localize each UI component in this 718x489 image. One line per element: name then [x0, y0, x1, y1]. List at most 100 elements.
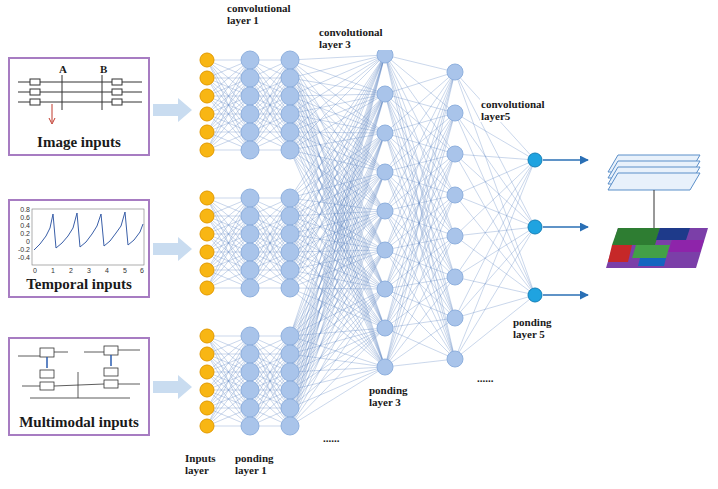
conv-neuron [377, 164, 393, 180]
input-neuron [200, 245, 214, 259]
connection-line [385, 154, 455, 289]
conv-neuron [281, 363, 299, 381]
connection-line [385, 113, 455, 250]
conv-neuron [281, 399, 299, 417]
conv-neuron [281, 69, 299, 87]
connection-line [290, 133, 385, 408]
connection-line [385, 277, 455, 367]
conv-neuron [377, 125, 393, 141]
input-panel: Image inputs [8, 57, 150, 156]
conv-neuron [377, 242, 393, 258]
conv-neuron [281, 123, 299, 141]
waveform-chart [32, 209, 144, 265]
connection-line [207, 198, 250, 252]
connection-line [455, 113, 535, 295]
input-neuron [200, 125, 214, 139]
conv-neuron [281, 327, 299, 345]
connection-line [385, 154, 455, 250]
connection-line [385, 113, 455, 172]
connection-line [250, 60, 290, 114]
connection-line [290, 133, 385, 426]
axis-tick: 0.6 [20, 214, 30, 222]
line-schematic [18, 72, 142, 124]
connection-line [290, 211, 385, 390]
connection-line [290, 94, 385, 216]
axis-tick: 0.2 [20, 230, 30, 238]
connection-line [250, 372, 290, 426]
axis-tick: 0 [26, 238, 30, 246]
conv-neuron [447, 351, 463, 367]
input-neuron [200, 89, 214, 103]
connection-line [385, 195, 455, 367]
connection-line [207, 60, 250, 114]
connection-line [250, 372, 290, 426]
input-neuron [200, 209, 214, 223]
input-neuron [200, 263, 214, 277]
connection-line [290, 328, 385, 390]
input-neuron [200, 365, 214, 379]
conv-neuron [241, 327, 259, 345]
conv-neuron [377, 203, 393, 219]
connection-line [250, 60, 290, 114]
network-layers [200, 47, 588, 435]
layer-label: ...... [322, 432, 341, 444]
layer-label: Inputs layer [184, 452, 228, 476]
conv-neuron [377, 281, 393, 297]
connection-line [207, 372, 250, 426]
conv-neuron [281, 87, 299, 105]
connection-line [250, 234, 290, 288]
connection-line [385, 195, 455, 289]
conv-neuron [241, 225, 259, 243]
connection-line [207, 336, 250, 390]
connection-line [207, 234, 250, 288]
conv-neuron [281, 417, 299, 435]
connection-line [385, 172, 455, 195]
output-arrow [543, 159, 588, 161]
axis-tick: 0.8 [20, 206, 30, 214]
layer-label: convolutional layer5 [480, 98, 554, 122]
input-neuron [200, 383, 214, 397]
connection-line [290, 288, 385, 289]
connection-line [290, 94, 385, 252]
connection-line [290, 133, 385, 198]
connection-line [290, 94, 385, 354]
connection-line [385, 94, 455, 359]
connection-line [455, 195, 535, 227]
input-neuron [200, 191, 214, 205]
conv-neuron [241, 51, 259, 69]
layer-label: convolutional layer 3 [318, 26, 400, 50]
connection-line [455, 160, 535, 236]
connection-line [455, 160, 535, 318]
conv-neuron [377, 320, 393, 336]
axis-tick: 3 [87, 267, 91, 275]
connection-line [250, 336, 290, 390]
connection-line [290, 133, 385, 234]
panel-title: Image inputs [35, 134, 123, 151]
layer-label: A [58, 63, 68, 75]
connection-line [290, 55, 385, 426]
conv-neuron [281, 381, 299, 399]
connection-line [290, 94, 385, 426]
connection-line [290, 133, 385, 390]
multimodal-sketch [18, 346, 140, 398]
connection-line [385, 154, 455, 172]
conv-neuron [281, 261, 299, 279]
connection-line [385, 359, 455, 367]
connection-line [385, 72, 455, 328]
input-neuron [200, 419, 214, 433]
conv-neuron [241, 123, 259, 141]
input-neuron [200, 71, 214, 85]
connection-line [250, 198, 290, 252]
axis-tick: 2 [69, 267, 73, 275]
connection-line [385, 72, 455, 133]
connection-line [385, 72, 455, 367]
output-arrow [543, 226, 588, 228]
conv-neuron [241, 243, 259, 261]
connection-line [290, 94, 385, 96]
input-arrow [153, 98, 192, 399]
layer-label: B [99, 63, 108, 75]
conv-neuron [281, 189, 299, 207]
input-neuron [200, 143, 214, 157]
connection-line [290, 55, 385, 336]
connection-line [385, 328, 455, 359]
